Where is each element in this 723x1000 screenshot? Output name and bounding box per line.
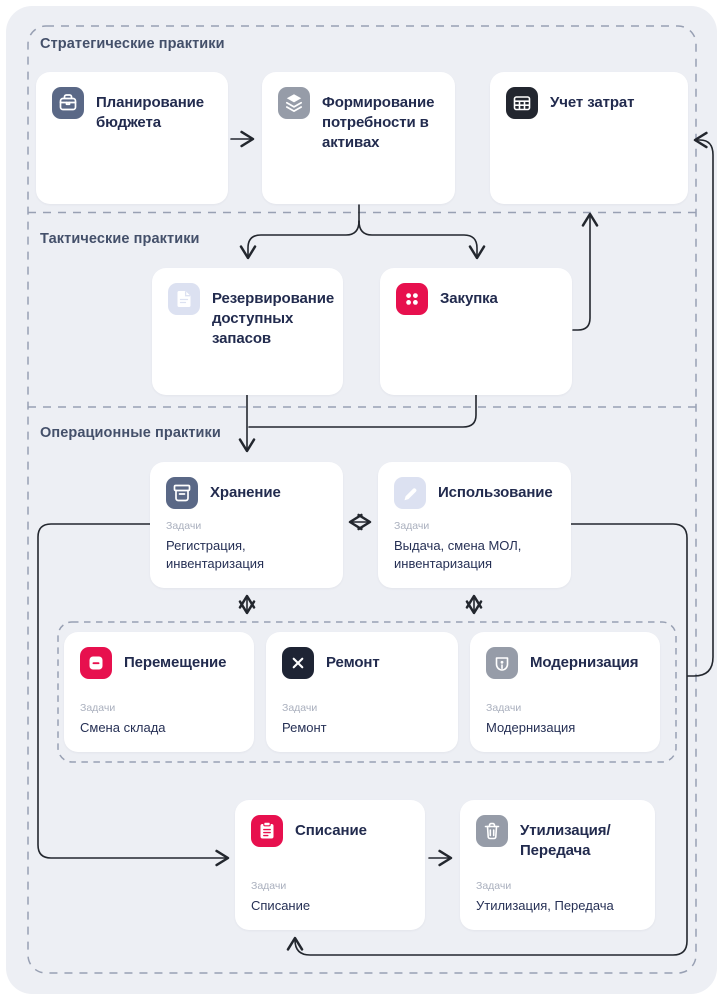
clipboard-icon xyxy=(251,815,283,847)
card-title: Планирование бюджета xyxy=(96,94,205,131)
card-movement: Перемещение Задачи Смена склада xyxy=(64,632,254,752)
card-repair: Ремонт Задачи Ремонт xyxy=(266,632,458,752)
briefcase-icon xyxy=(52,87,84,119)
section-label-strategic: Стратегические практики xyxy=(40,36,225,52)
pen-nib-icon xyxy=(486,647,518,679)
document-icon xyxy=(168,283,200,315)
tasks-text: Утилизация, Передача xyxy=(476,898,614,913)
tasks-label: Задачи xyxy=(166,520,202,532)
tasks-label: Задачи xyxy=(251,880,287,892)
card-asset-demand: Формирование потребности в активах xyxy=(262,72,455,204)
card-writeoff: Списание Задачи Списание xyxy=(235,800,425,930)
tasks-text: Выдача, смена МОЛ, инвентаризация xyxy=(394,538,522,571)
archive-icon xyxy=(166,477,198,509)
pencil-icon xyxy=(394,477,426,509)
card-title: Резервирование доступных запасов xyxy=(212,290,335,347)
tasks-label: Задачи xyxy=(394,520,430,532)
card-title: Использование xyxy=(438,484,553,501)
card-modernization: Модернизация Задачи Модернизация xyxy=(470,632,660,752)
tools-icon xyxy=(282,647,314,679)
tasks-label: Задачи xyxy=(80,702,116,714)
card-title: Хранение xyxy=(210,484,281,501)
layers-icon xyxy=(278,87,310,119)
tasks-text: Списание xyxy=(251,898,311,913)
card-title: Ремонт xyxy=(326,654,380,671)
card-usage: Использование Задачи Выдача, смена МОЛ, … xyxy=(378,462,571,588)
section-label-tactical: Тактические практики xyxy=(40,231,200,247)
card-title: Списание xyxy=(295,822,367,839)
section-label-operational: Операционные практики xyxy=(40,425,221,441)
dots-icon xyxy=(396,283,428,315)
card-storage: Хранение Задачи Регистрация, инвентариза… xyxy=(150,462,343,588)
card-title: Перемещение xyxy=(124,654,227,671)
card-title: Закупка xyxy=(440,290,498,307)
card-procurement: Закупка xyxy=(380,268,572,395)
tasks-text: Ремонт xyxy=(282,720,327,735)
card-disposal-transfer: Утилизация/ Передача Задачи Утилизация, … xyxy=(460,800,655,930)
tasks-text: Регистрация, инвентаризация xyxy=(166,538,265,571)
card-title: Формирование потребности в активах xyxy=(322,94,435,151)
trash-icon xyxy=(476,815,508,847)
card-budget-planning: Планирование бюджета xyxy=(36,72,228,204)
tasks-text: Модернизация xyxy=(486,720,576,735)
card-cost-accounting: Учет затрат xyxy=(490,72,688,204)
card-reservation: Резервирование доступных запасов xyxy=(152,268,343,395)
card-title: Утилизация/ Передача xyxy=(520,822,611,859)
tasks-text: Смена склада xyxy=(80,720,166,735)
table-icon xyxy=(506,87,538,119)
card-title: Модернизация xyxy=(530,654,639,671)
card-title: Учет затрат xyxy=(550,94,635,111)
tasks-label: Задачи xyxy=(282,702,318,714)
tasks-label: Задачи xyxy=(486,702,522,714)
tasks-label: Задачи xyxy=(476,880,512,892)
box-icon xyxy=(80,647,112,679)
